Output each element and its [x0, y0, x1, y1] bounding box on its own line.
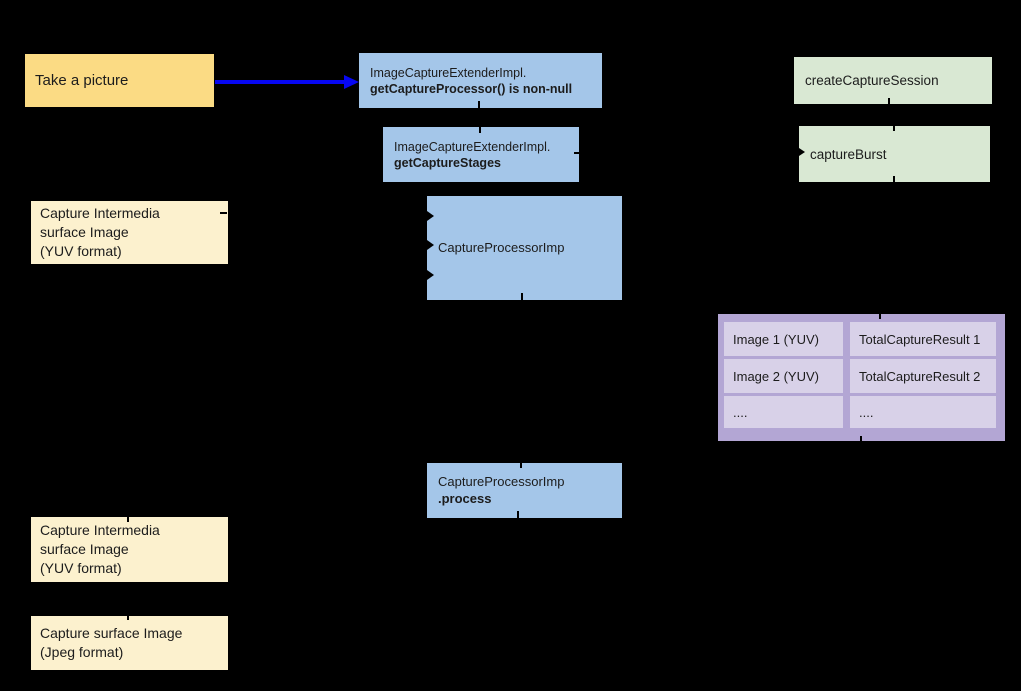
node-label-line2: getCaptureStages: [394, 155, 501, 170]
node-label-line2: surface Image: [40, 224, 129, 240]
node-capture-intermedia-bottom: Capture Intermedia surface Image (YUV fo…: [31, 517, 228, 582]
node-capture-processor-imp: CaptureProcessorImp: [427, 196, 622, 300]
node-label-line1: CaptureProcessorImp: [438, 474, 565, 489]
table-cell-image-2: Image 2 (YUV): [724, 359, 843, 393]
connector-stub: [893, 176, 895, 182]
connector-arrowhead-icon: [799, 148, 805, 156]
connector-stub: [521, 293, 523, 300]
node-capture-intermedia-top: Capture Intermedia surface Image (YUV fo…: [31, 201, 228, 264]
connector-stub: [860, 436, 862, 441]
node-label-line1: Capture Intermedia: [40, 522, 160, 538]
node-label: createCaptureSession: [805, 73, 939, 88]
node-label-line1: ImageCaptureExtenderImpl.: [370, 65, 527, 80]
table-cell-result-2: TotalCaptureResult 2: [850, 359, 996, 393]
connector-stub: [478, 101, 480, 108]
connector-stub: [517, 511, 519, 518]
node-create-capture-session: createCaptureSession: [794, 57, 992, 104]
table-cell-image-1: Image 1 (YUV): [724, 322, 843, 356]
node-take-a-picture: Take a picture: [25, 54, 214, 107]
node-label-line1: Capture surface Image: [40, 625, 183, 641]
connector-stub: [479, 127, 481, 133]
node-label: captureBurst: [810, 146, 887, 162]
connector-stub: [520, 463, 522, 468]
node-label: Take a picture: [35, 72, 129, 89]
connector-arrowhead-icon: [427, 240, 434, 250]
connector-stub: [220, 212, 227, 214]
node-capture-burst: captureBurst: [799, 126, 990, 182]
node-get-capture-processor: ImageCaptureExtenderImpl. getCaptureProc…: [359, 53, 602, 108]
flow-arrow-head-icon: [344, 75, 359, 89]
node-capture-surface-jpeg: Capture surface Image (Jpeg format): [31, 616, 228, 670]
node-label-line2: (Jpeg format): [40, 644, 124, 660]
connector-stub: [574, 152, 579, 154]
flow-arrow-shaft: [215, 80, 345, 84]
node-capture-processor-process: CaptureProcessorImp .process: [427, 463, 622, 518]
connector-stub: [879, 314, 881, 319]
table-cell-image-more: ....: [724, 396, 843, 428]
connector-arrowhead-icon: [427, 211, 434, 221]
table-cell-result-1: TotalCaptureResult 1: [850, 322, 996, 356]
connector-stub: [127, 517, 129, 522]
node-label-line3: (YUV format): [40, 560, 122, 576]
capture-result-table: Image 1 (YUV) TotalCaptureResult 1 Image…: [718, 314, 1005, 441]
node-label-line1: Capture Intermedia: [40, 205, 160, 221]
node-label-line2: surface Image: [40, 541, 129, 557]
node-label-line1: ImageCaptureExtenderImpl.: [394, 139, 551, 154]
node-get-capture-stages: ImageCaptureExtenderImpl. getCaptureStag…: [383, 127, 579, 182]
connector-stub: [893, 126, 895, 131]
node-label-line2: getCaptureProcessor() is non-null: [370, 81, 573, 96]
connector-arrowhead-icon: [427, 270, 434, 280]
node-label-line2: .process: [438, 490, 492, 506]
node-label-line3: (YUV format): [40, 243, 122, 259]
table-cell-result-more: ....: [850, 396, 996, 428]
connector-stub: [127, 616, 129, 620]
connector-stub: [888, 98, 890, 104]
node-label: CaptureProcessorImp: [438, 240, 565, 255]
